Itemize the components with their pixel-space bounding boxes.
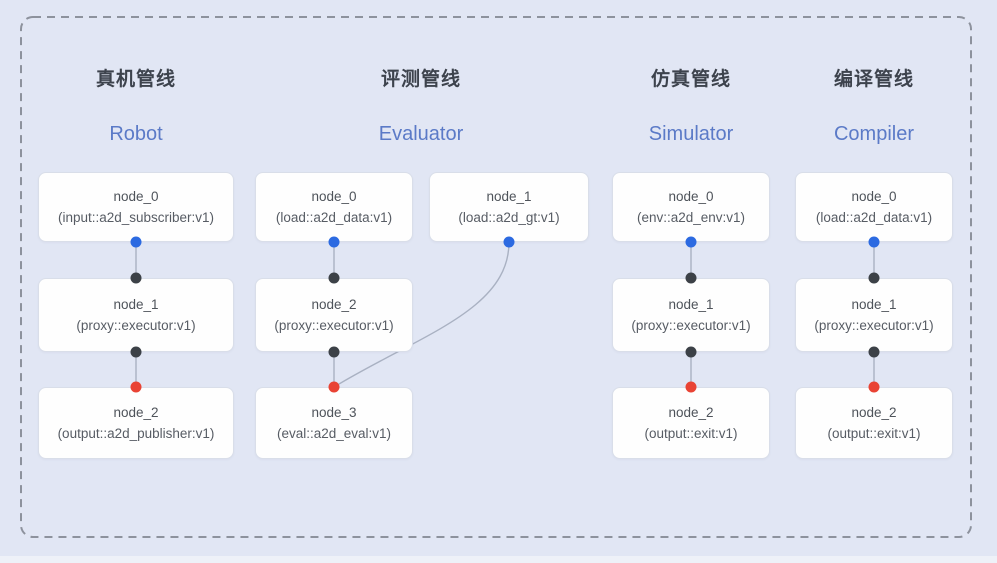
node-name-label: node_1 — [668, 297, 714, 312]
node-box-evaluator-node_0: node_0(load::a2d_data:v1) — [255, 172, 413, 242]
port-dot-dark — [328, 346, 340, 358]
node-box-simulator-node_1: node_1(proxy::executor:v1) — [612, 278, 770, 352]
node-box-evaluator-node_2: node_2(proxy::executor:v1) — [255, 278, 413, 352]
port-dot-blue — [685, 236, 697, 248]
node-box-robot-node_0: node_0(input::a2d_subscriber:v1) — [38, 172, 234, 242]
port-dot-dark — [328, 272, 340, 284]
dashed-frame-border — [20, 16, 972, 538]
node-impl-label: (env::a2d_env:v1) — [636, 210, 746, 225]
node-box-simulator-node_2: node_2(output::exit:v1) — [612, 387, 770, 459]
port-dot-red — [130, 381, 142, 393]
port-dot-dark — [130, 346, 142, 358]
port-dot-dark — [868, 272, 880, 284]
node-name-label: node_2 — [311, 297, 357, 312]
port-dot-red — [685, 381, 697, 393]
pipeline-title-en-simulator: Simulator — [648, 123, 734, 145]
pipeline-title-zh-compiler: 编译管线 — [833, 69, 915, 90]
node-impl-label: (proxy::executor:v1) — [814, 318, 934, 333]
node-name-label: node_1 — [486, 189, 532, 204]
port-dot-dark — [685, 272, 697, 284]
port-dot-blue — [130, 236, 142, 248]
port-dot-red — [328, 381, 340, 393]
port-dot-dark — [868, 346, 880, 358]
node-name-label: node_3 — [311, 405, 357, 420]
bottom-strip — [0, 556, 997, 563]
node-impl-label: (output::a2d_publisher:v1) — [57, 426, 215, 441]
pipeline-title-zh-evaluator: 评测管线 — [380, 69, 462, 90]
port-dot-blue — [328, 236, 340, 248]
node-box-evaluator-node_3: node_3(eval::a2d_eval:v1) — [255, 387, 413, 459]
node-name-label: node_0 — [113, 189, 159, 204]
node-impl-label: (load::a2d_data:v1) — [275, 210, 393, 225]
pipeline-title-zh-simulator: 仿真管线 — [650, 69, 732, 90]
pipeline-title-en-robot: Robot — [109, 123, 163, 145]
pipeline-title-zh-robot: 真机管线 — [95, 69, 177, 90]
port-dot-red — [868, 381, 880, 393]
node-impl-label: (output::exit:v1) — [644, 426, 738, 441]
node-box-evaluator-node_1: node_1(load::a2d_gt:v1) — [429, 172, 589, 242]
node-impl-label: (input::a2d_subscriber:v1) — [57, 210, 215, 225]
node-impl-label: (output::exit:v1) — [827, 426, 921, 441]
port-dot-blue — [503, 236, 515, 248]
pipeline-title-en-compiler: Compiler — [833, 123, 915, 145]
node-name-label: node_0 — [668, 189, 714, 204]
node-name-label: node_0 — [311, 189, 357, 204]
node-name-label: node_0 — [851, 189, 897, 204]
node-name-label: node_2 — [851, 405, 897, 420]
node-impl-label: (eval::a2d_eval:v1) — [276, 426, 392, 441]
node-box-compiler-node_2: node_2(output::exit:v1) — [795, 387, 953, 459]
node-impl-label: (proxy::executor:v1) — [631, 318, 751, 333]
node-impl-label: (load::a2d_gt:v1) — [458, 210, 560, 225]
node-impl-label: (proxy::executor:v1) — [274, 318, 394, 333]
port-dot-dark — [685, 346, 697, 358]
node-name-label: node_2 — [113, 405, 159, 420]
node-name-label: node_2 — [668, 405, 714, 420]
node-box-robot-node_2: node_2(output::a2d_publisher:v1) — [38, 387, 234, 459]
edge-evaluator.node_1-to-evaluator.node_3 — [333, 241, 510, 388]
node-name-label: node_1 — [113, 297, 159, 312]
port-dot-dark — [130, 272, 142, 284]
pipeline-title-en-evaluator: Evaluator — [378, 123, 464, 145]
port-dot-blue — [868, 236, 880, 248]
node-box-robot-node_1: node_1(proxy::executor:v1) — [38, 278, 234, 352]
node-name-label: node_1 — [851, 297, 897, 312]
node-impl-label: (load::a2d_data:v1) — [815, 210, 933, 225]
node-box-compiler-node_0: node_0(load::a2d_data:v1) — [795, 172, 953, 242]
node-impl-label: (proxy::executor:v1) — [76, 318, 196, 333]
node-box-simulator-node_0: node_0(env::a2d_env:v1) — [612, 172, 770, 242]
node-box-compiler-node_1: node_1(proxy::executor:v1) — [795, 278, 953, 352]
